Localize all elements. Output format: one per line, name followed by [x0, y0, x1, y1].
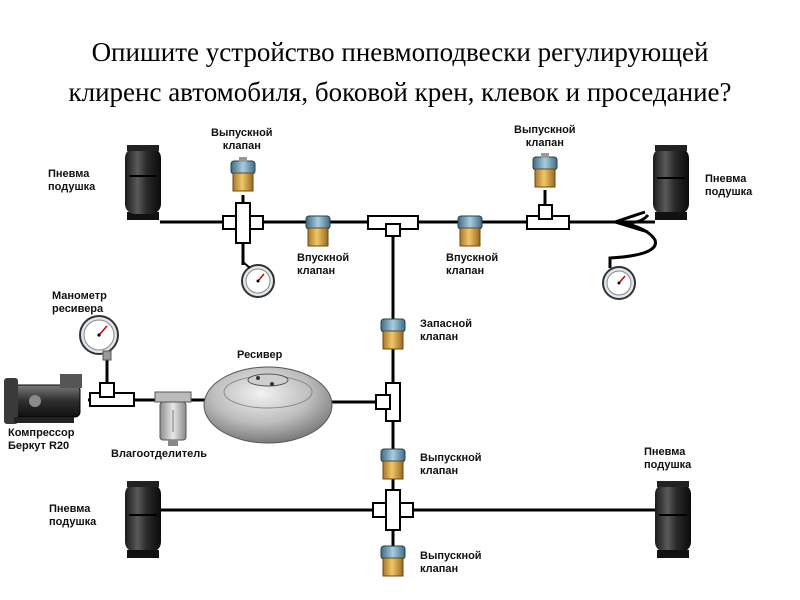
- exhaust-valve-rear-bottom-icon: [380, 545, 406, 577]
- label-intake-valve-left: Впускной клапан: [297, 252, 350, 277]
- label-air-bag-front-right: Пневма подушка: [705, 173, 753, 198]
- air-bag-front-left: [125, 145, 161, 220]
- label-exhaust-valve-rear-top: Выпускной клапан: [420, 452, 482, 477]
- compressor-icon: [4, 374, 82, 424]
- slide-title: Опишите устройство пневмоподвески регули…: [0, 32, 800, 112]
- label-air-bag-rear-right: Пневма подушка: [644, 446, 692, 471]
- pressure-gauge-right-icon: [602, 266, 636, 300]
- intake-valve-right-icon: [457, 215, 483, 247]
- pressure-gauge-left-icon: [241, 264, 275, 298]
- label-exhaust-valve-left: Выпускной клапан: [211, 127, 273, 152]
- label-air-bag-rear-left: Пневма подушка: [49, 503, 97, 528]
- receiver-tank-icon: [203, 366, 333, 444]
- fork-connector-right: [614, 210, 649, 234]
- air-bag-rear-left: [125, 481, 161, 558]
- slide-title-line-2: клиренс автомобиля, боковой крен, клевок…: [68, 77, 732, 107]
- label-air-bag-front-left: Пневма подушка: [48, 168, 96, 193]
- label-intake-valve-right: Впускной клапан: [446, 252, 499, 277]
- exhaust-valve-right-icon: [532, 153, 558, 188]
- moisture-separator-icon: [154, 391, 192, 446]
- exhaust-valve-rear-top-icon: [380, 448, 406, 480]
- cross-fitting-rear: [372, 489, 414, 531]
- tee-fitting-right: [526, 204, 570, 230]
- slide-title-line-1: Опишите устройство пневмоподвески регули…: [91, 37, 709, 67]
- label-receiver: Ресивер: [237, 349, 283, 361]
- label-moisture-separator: Влагоотделитель: [111, 448, 207, 460]
- label-receiver-gauge: Манометр ресивера: [52, 290, 107, 315]
- label-compressor: Компрессор Беркут R20: [8, 427, 75, 452]
- label-exhaust-valve-rear-bottom: Выпускной клапан: [420, 550, 482, 575]
- label-exhaust-valve-right: Выпускной клапан: [514, 124, 576, 149]
- tee-fitting-receiver: [375, 382, 401, 422]
- air-bag-rear-right: [655, 481, 691, 558]
- spare-valve-icon: [380, 318, 406, 350]
- cross-fitting-left: [222, 202, 264, 244]
- air-bag-front-right: [653, 145, 689, 220]
- exhaust-valve-left-icon: [230, 157, 256, 192]
- label-spare-valve: Запасной клапан: [420, 318, 473, 343]
- tee-fitting-center: [367, 215, 419, 237]
- tee-fitting-compressor: [89, 382, 135, 407]
- pipe-right-gauge: [608, 213, 657, 268]
- intake-valve-left-icon: [305, 215, 331, 247]
- fittings: [89, 202, 649, 531]
- receiver-gauge-icon: [79, 315, 119, 361]
